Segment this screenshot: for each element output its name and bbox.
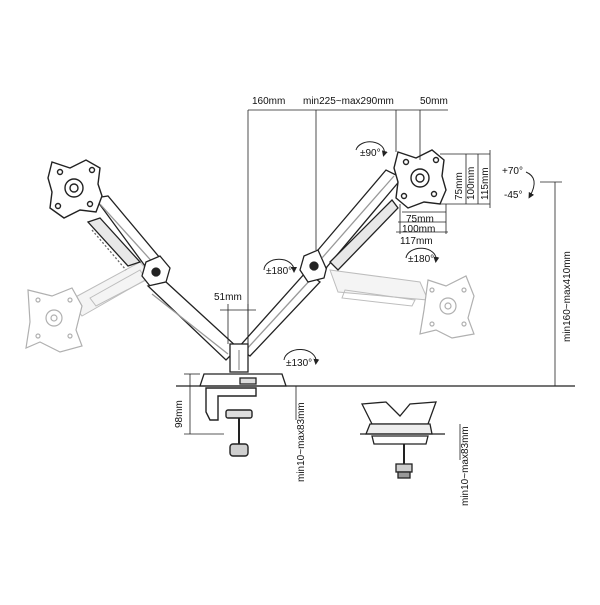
label-arm-length-range: min225~max290mm bbox=[303, 96, 394, 107]
label-swivel-base: ±130° bbox=[286, 358, 312, 369]
left-elbow-joint bbox=[141, 255, 171, 287]
label-clamp-height: 98mm bbox=[174, 400, 185, 428]
clamp-base bbox=[199, 373, 287, 387]
label-plate-width-mid: 100mm bbox=[402, 224, 435, 235]
left-monitor-plate bbox=[47, 159, 103, 219]
grommet-mount bbox=[360, 401, 445, 479]
ghost-plate-left bbox=[25, 287, 83, 353]
label-plate-height-min: 75mm bbox=[454, 172, 465, 200]
center-pole bbox=[229, 343, 249, 373]
label-tilt-down: -45° bbox=[504, 190, 522, 201]
label-plate-offset: 50mm bbox=[420, 96, 448, 107]
left-upper-arm bbox=[86, 195, 161, 271]
label-plate-height-max: 115mm bbox=[480, 167, 491, 200]
label-plate-width-min: 75mm bbox=[406, 214, 434, 225]
label-plate-width-max: 117mm bbox=[400, 236, 433, 247]
label-plate-height-mid: 100mm bbox=[466, 167, 477, 200]
ghost-arm-right bbox=[329, 269, 429, 307]
label-grommet-thickness: min10~max83mm bbox=[460, 426, 471, 506]
ghost-arm-left bbox=[69, 261, 153, 317]
label-arm-reach-offset: 160mm bbox=[252, 96, 285, 107]
label-clamp-thickness: min10~max83mm bbox=[296, 402, 307, 482]
label-rotation-plate: ±90° bbox=[360, 148, 381, 159]
ghost-plate-right bbox=[419, 275, 475, 339]
label-height-range: min160~max410mm bbox=[562, 251, 573, 342]
dimension-lines bbox=[184, 109, 562, 460]
right-lower-arm bbox=[237, 271, 321, 357]
right-monitor-plate bbox=[393, 149, 447, 209]
rotation-arcs bbox=[263, 141, 535, 365]
label-swivel-arm-left: ±180° bbox=[266, 266, 292, 277]
desk-clamp bbox=[205, 387, 257, 457]
label-swivel-arm-right: ±180° bbox=[408, 254, 434, 265]
right-upper-arm bbox=[317, 169, 404, 271]
label-tilt-up: +70° bbox=[502, 166, 523, 177]
label-pole-width: 51mm bbox=[214, 292, 242, 303]
